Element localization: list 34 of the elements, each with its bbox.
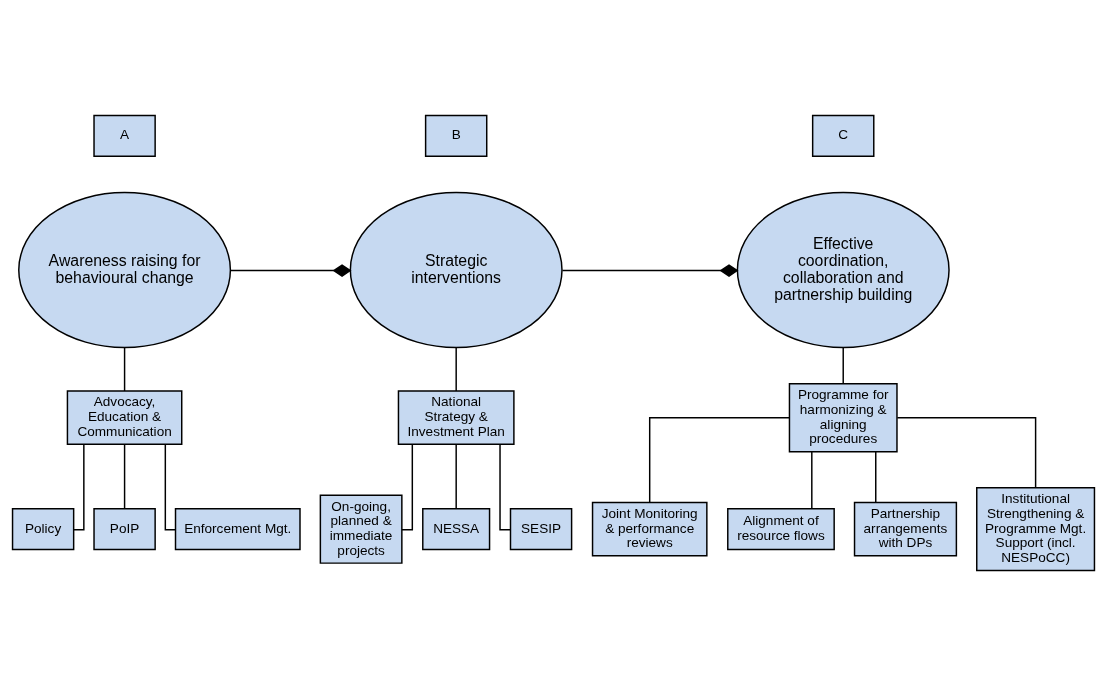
connector xyxy=(229,263,352,277)
connector xyxy=(561,263,739,277)
connector xyxy=(164,443,177,530)
node-ellipse: Strategic interventions xyxy=(349,191,563,348)
node-box: On-going, planned & immediate projects xyxy=(319,493,403,564)
node-box: B xyxy=(424,114,488,157)
node-box: A xyxy=(93,114,156,157)
node-box: C xyxy=(811,114,875,157)
node-box: SESIP xyxy=(509,507,573,550)
node-box: PoIP xyxy=(93,507,156,550)
connector xyxy=(455,346,457,392)
node-box: Joint Monitoring & performance reviews xyxy=(591,501,708,556)
node-box: National Strategy & Investment Plan xyxy=(397,389,515,445)
node-box: Policy xyxy=(11,507,75,550)
connector xyxy=(648,416,791,503)
connector xyxy=(896,416,1037,488)
node-box: Institutional Strengthening & Programme Mgt. Support (incl. NESPoCC) xyxy=(976,486,1096,571)
connector xyxy=(842,346,844,384)
connector xyxy=(123,443,126,509)
node-box: Partnership arrangements with DPs xyxy=(853,501,958,556)
node-ellipse: Effective coordination, collaboration and partnership building xyxy=(736,191,950,348)
node-box: NESSA xyxy=(422,507,491,550)
connector xyxy=(875,450,877,503)
connector xyxy=(401,443,414,530)
connector xyxy=(811,450,813,509)
node-box: Alignment of resource flows xyxy=(727,507,835,550)
connector xyxy=(499,443,512,530)
node-ellipse: Awareness raising for behavioural change xyxy=(18,191,232,348)
connector xyxy=(73,443,85,530)
node-box: Advocacy, Education & Communication xyxy=(66,389,183,445)
node-box: Programme for harmonizing & aligning procedures xyxy=(788,382,898,452)
connector xyxy=(123,346,126,392)
node-box: Enforcement Mgt. xyxy=(174,507,301,550)
connector xyxy=(455,443,457,509)
